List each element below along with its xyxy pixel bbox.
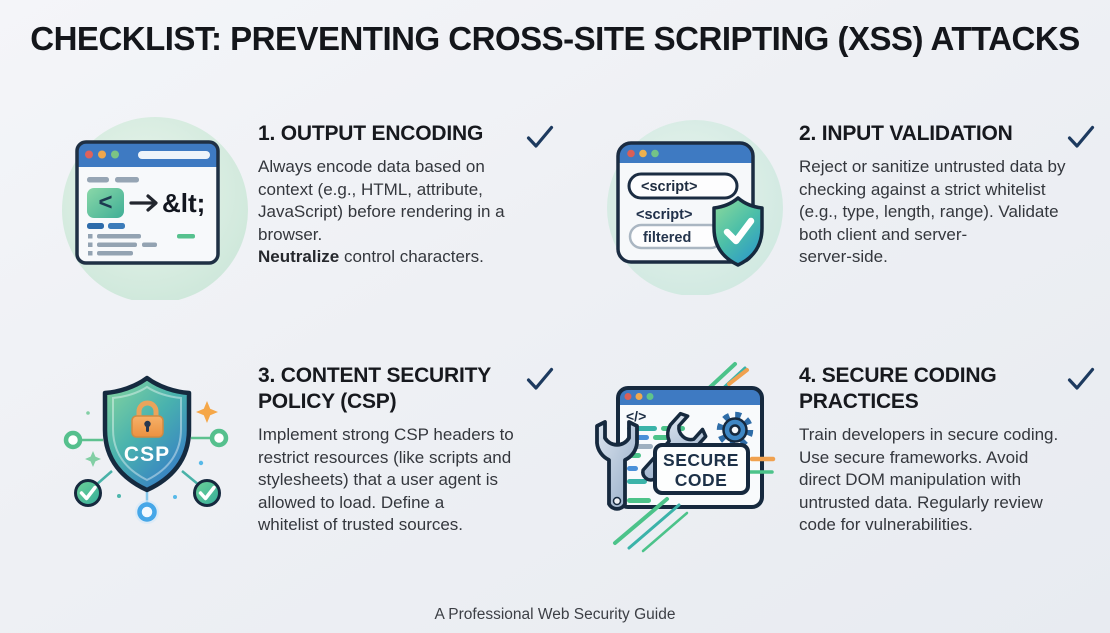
item-heading: 4. SECURE CODING PRACTICES [799, 364, 997, 413]
section-input-validation: 2. INPUT VALIDATION Reject or sanitize u… [799, 121, 1110, 269]
raw-char-label: < [98, 189, 112, 216]
window-dot-green [646, 393, 654, 400]
item-body: Always encode data based on context (e.g… [258, 157, 505, 244]
script-text-label: <script> [636, 207, 692, 223]
item-body-continued: Neutralize control characters. [258, 246, 572, 269]
script-filter-shield-icon: <script> <script> filtered [607, 120, 783, 295]
window-dot-orange [98, 150, 106, 159]
browser-window: <script> <script> filtered [616, 141, 755, 264]
sparkles [85, 401, 218, 499]
raw-char-chip [87, 188, 124, 218]
checkmark-icon [1067, 367, 1095, 390]
network-lines [63, 428, 229, 504]
csp-shield-icon: CSP [63, 375, 229, 524]
csp-label: CSP [124, 443, 170, 466]
sparkle-orange-icon [196, 401, 218, 423]
item-heading: 3. CONTENT SECURITY POLICY (CSP) [258, 364, 492, 413]
item-heading: 2. INPUT VALIDATION [799, 122, 1013, 145]
footer-tagline: A Professional Web Security Guide [434, 606, 676, 623]
checkmark-icon [526, 367, 554, 390]
script-pill-label: <script> [641, 179, 697, 195]
secure-code-badge: SECURE CODE [653, 443, 750, 495]
secure-code-icon: </> [595, 362, 776, 553]
gear-icon [716, 411, 754, 449]
sparkle-green-icon [85, 451, 101, 467]
script-pill [627, 172, 739, 200]
window-dot-green [651, 149, 659, 158]
lock-shackle [136, 400, 159, 416]
glow-node [137, 502, 157, 522]
item-body: Implement strong CSP headers to restrict… [258, 425, 514, 534]
check-nodes [74, 479, 221, 524]
checkmark-icon [526, 125, 554, 148]
after-bold-text: control characters. [339, 247, 484, 266]
section-output-encoding: 1. OUTPUT ENCODING Always encode data ba… [258, 121, 572, 269]
wrench-icon [595, 420, 639, 511]
item-body: Train developers in secure coding. Use s… [799, 425, 1059, 534]
window-dot-red [85, 150, 93, 159]
item-body: Reject or sanitize untrusted data by che… [799, 157, 1066, 266]
page-title: CHECKLIST: PREVENTING CROSS-SITE SCRIPTI… [30, 20, 1080, 57]
browser-window: < &lt; [75, 140, 220, 265]
item-heading: 1. OUTPUT ENCODING [258, 122, 484, 145]
shield-check [712, 196, 764, 267]
address-bar [138, 151, 210, 159]
filtered-pill-label: filtered [643, 230, 691, 246]
badge-line1: SECURE [663, 450, 739, 470]
speed-stripes-bottom [613, 497, 689, 553]
badge-line2: CODE [675, 470, 728, 490]
check-node-left [74, 479, 102, 507]
arrow-right-icon [129, 194, 158, 212]
node-ring-left [63, 430, 83, 450]
checkmark-icon [1067, 125, 1095, 148]
section-secure-coding-practices: 4. SECURE CODING PRACTICES Train develop… [799, 363, 1110, 537]
window-dot-orange [639, 149, 647, 158]
window-dot-green [111, 150, 119, 159]
encoded-entity-label: &lt; [162, 188, 205, 218]
window-dot-red [627, 149, 635, 158]
code-glyph-label: </> [626, 408, 646, 424]
node-ring-right [209, 428, 229, 448]
window-dot-orange [635, 393, 643, 400]
code-text-lines [88, 234, 195, 256]
section-content-security-policy: 3. CONTENT SECURITY POLICY (CSP) Impleme… [258, 363, 572, 537]
output-encoding-icon: < &lt; [62, 117, 248, 300]
csp-shield: CSP [102, 375, 192, 493]
check-node-right [193, 479, 221, 507]
window-dot-red [624, 393, 632, 400]
bold-term: Neutralize [258, 247, 340, 266]
